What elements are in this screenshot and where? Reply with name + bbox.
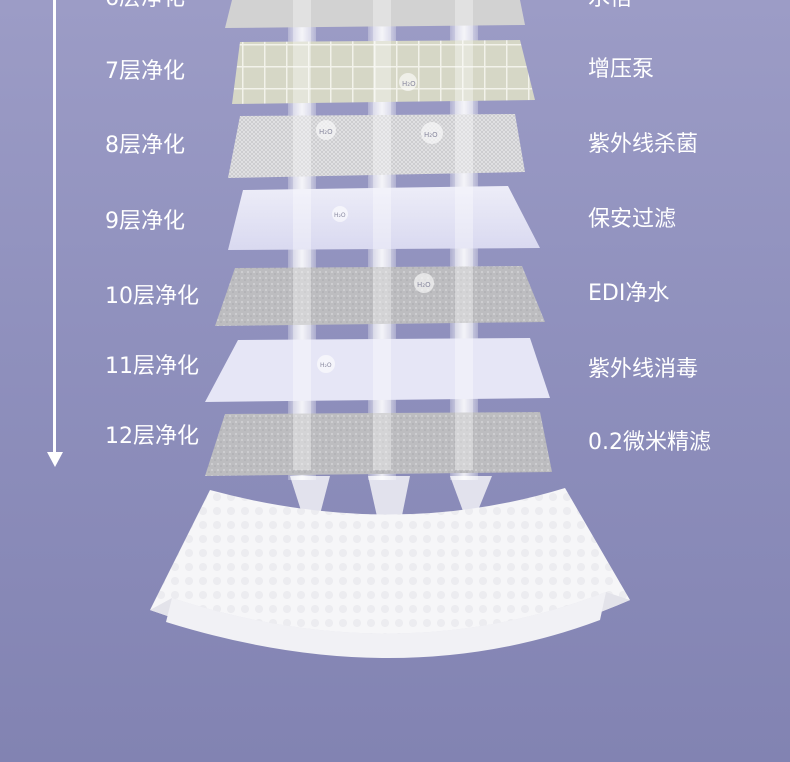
stage-label-7: 7层净化	[105, 59, 185, 84]
svg-text:H₂O: H₂O	[417, 281, 431, 289]
stage-label-12: 12层净化	[105, 424, 199, 449]
h2o-bubble: H₂O	[317, 355, 335, 373]
process-label-12: 0.2微米精滤	[588, 430, 711, 455]
process-label-8: 紫外线杀菌	[588, 132, 699, 157]
filter-layer-12	[205, 412, 552, 476]
filter-layer-11	[205, 338, 550, 402]
svg-text:H₂O: H₂O	[424, 131, 438, 139]
process-label-6: 水悟	[588, 0, 632, 12]
svg-text:H₂O: H₂O	[402, 80, 416, 88]
filter-layer-9	[228, 186, 540, 250]
stage-label-8: 8层净化	[105, 133, 185, 158]
water-splash	[450, 476, 492, 530]
process-label-9: 保安过滤	[588, 207, 677, 232]
process-label-10: EDI净水	[588, 281, 670, 306]
stage-label-10: 10层净化	[105, 284, 199, 309]
process-label-7: 增压泵	[588, 57, 655, 82]
h2o-bubble: H₂O	[399, 73, 417, 91]
flow-arrow-line	[53, 0, 56, 452]
flow-arrow-head	[47, 452, 63, 467]
svg-text:H₂O: H₂O	[334, 212, 346, 219]
stage-label-9: 9层净化	[105, 209, 185, 234]
stage-label-11: 11层净化	[105, 354, 199, 379]
h2o-bubble: H₂O	[316, 120, 336, 140]
process-label-11: 紫外线消毒	[588, 357, 699, 382]
filter-layer-6	[225, 0, 525, 28]
filter-layer-10	[215, 266, 545, 326]
filter-layer-7	[232, 40, 535, 104]
svg-text:H₂O: H₂O	[320, 362, 332, 369]
h2o-bubble: H₂O	[332, 206, 348, 222]
stage-label-6: 6层净化	[105, 0, 185, 12]
h2o-bubble: H₂O	[421, 122, 443, 144]
svg-text:H₂O: H₂O	[319, 128, 333, 136]
filter-layer-8	[228, 114, 525, 178]
bottom-cotton-pad	[150, 488, 630, 659]
h2o-bubble: H₂O	[414, 273, 434, 293]
